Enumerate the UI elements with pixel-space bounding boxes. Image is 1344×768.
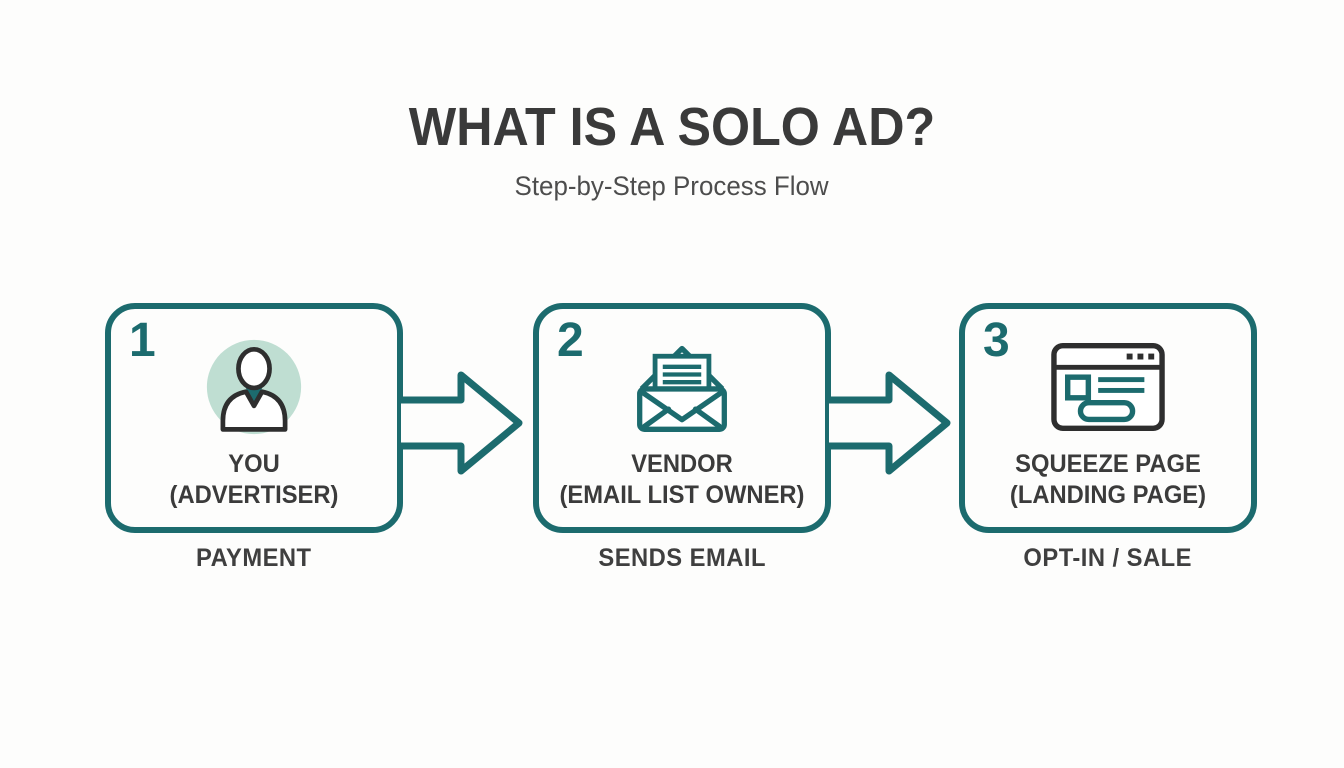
step-caption-opt-in-sale: OPT-IN / SALE	[1023, 544, 1193, 572]
step-box-advertiser: 1 YOU (ADVERTISER)	[105, 303, 403, 533]
flow-arrow-right	[829, 371, 951, 475]
step-number: 3	[983, 314, 1010, 367]
vendor-email-icon	[539, 335, 825, 439]
step-number: 1	[129, 314, 156, 367]
step-label: YOU (ADVERTISER)	[169, 450, 339, 509]
step-label: SQUEEZE PAGE (LANDING PAGE)	[1009, 450, 1207, 509]
step-label: VENDOR (EMAIL LIST OWNER)	[559, 450, 805, 509]
step-caption-payment: PAYMENT	[196, 544, 312, 572]
step-box-squeeze-page: 3 SQUEEZE PAGE (LANDING PAGE)	[959, 303, 1257, 533]
page-subtitle: Step-by-Step Process Flow	[514, 171, 830, 201]
advertiser-person-icon	[111, 335, 397, 439]
step-box-vendor: 2 VENDOR (EMAIL LIST OWNER)	[533, 303, 831, 533]
step-number: 2	[557, 314, 584, 367]
landing-page-browser-icon	[965, 335, 1251, 439]
flow-arrow-right	[401, 371, 523, 475]
step-caption-sends-email: SENDS EMAIL	[598, 544, 766, 572]
page-title: WHAT IS A SOLO AD?	[408, 97, 936, 157]
